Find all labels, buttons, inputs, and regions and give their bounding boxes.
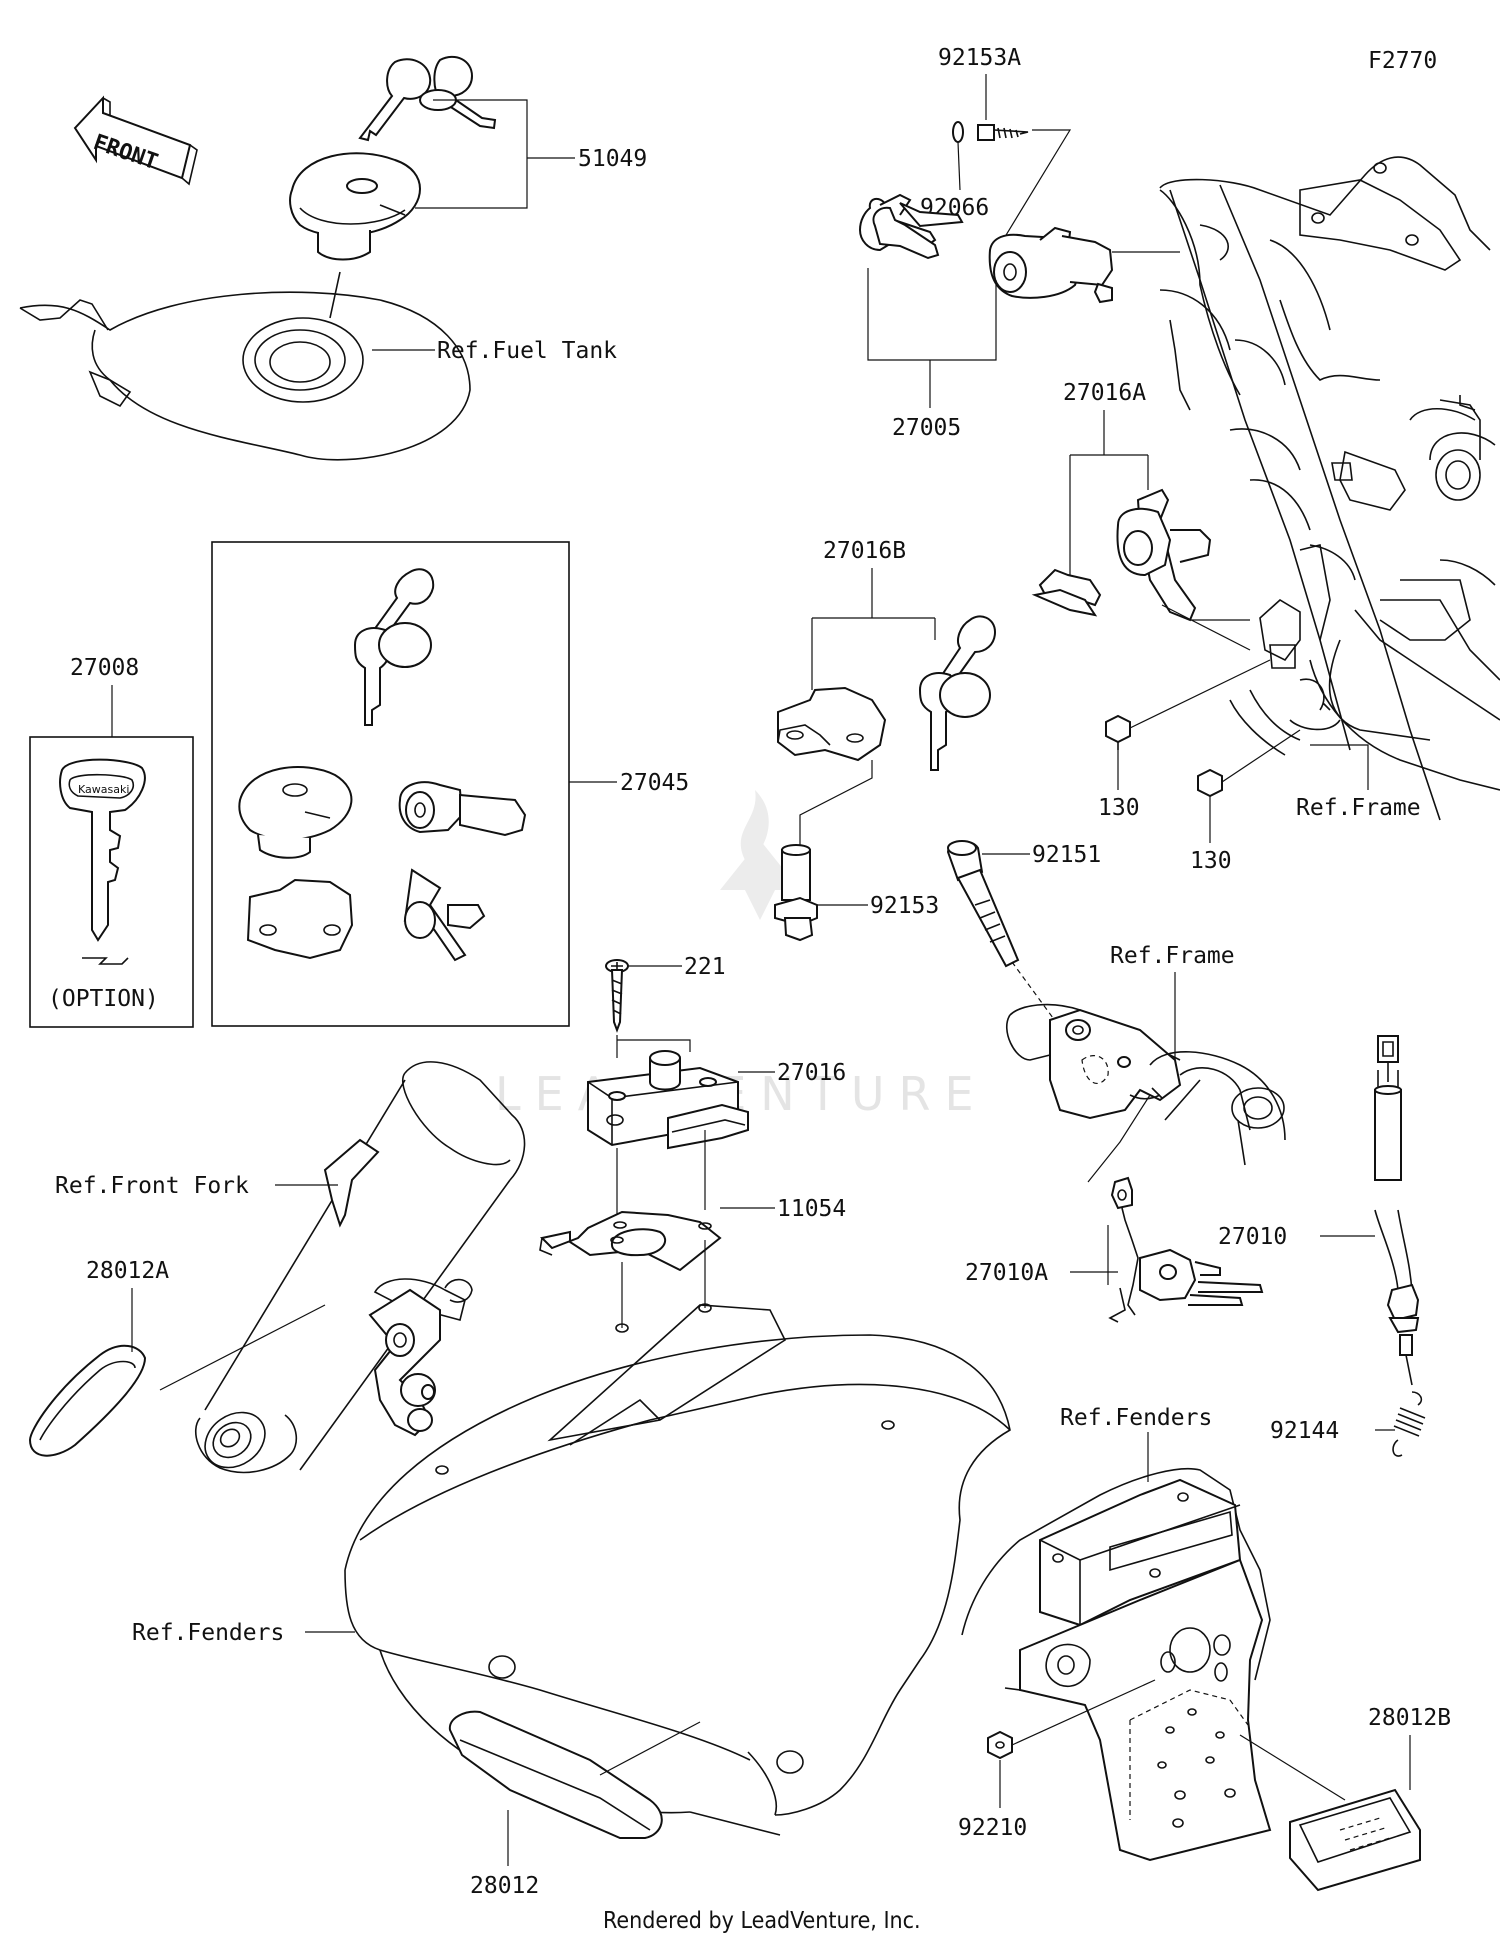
label-27005: 27005 bbox=[892, 415, 961, 441]
label-11054: 11054 bbox=[777, 1196, 846, 1222]
front-arrow-icon: FRONT bbox=[73, 95, 198, 186]
screw-221 bbox=[605, 959, 629, 1033]
ignition-switch-27005 bbox=[858, 193, 1114, 304]
fuel-tank bbox=[19, 271, 471, 461]
label-28012B: 28012B bbox=[1368, 1705, 1451, 1731]
leader-51049 bbox=[415, 99, 528, 209]
set-27045-box bbox=[211, 541, 570, 1027]
label-27016: 27016 bbox=[777, 1060, 846, 1086]
label-27010A: 27010A bbox=[965, 1260, 1048, 1286]
label-130b: 130 bbox=[1190, 848, 1232, 874]
frame-bracket bbox=[1005, 1003, 1286, 1166]
label-92210: 92210 bbox=[958, 1815, 1027, 1841]
rear-fender-bracket bbox=[961, 1467, 1272, 1862]
fuel-cap-keys bbox=[289, 55, 497, 261]
ref-fenders-1: Ref.Fenders bbox=[132, 1620, 284, 1646]
label-28012: 28012 bbox=[470, 1873, 539, 1899]
bracket-11054 bbox=[539, 1210, 722, 1272]
label-27045: 27045 bbox=[620, 770, 689, 796]
label-130a: 130 bbox=[1098, 795, 1140, 821]
label-28012A: 28012A bbox=[86, 1258, 169, 1284]
bolt-130a bbox=[1105, 714, 1131, 750]
bolt-130b bbox=[1197, 768, 1223, 798]
label-92153: 92153 bbox=[870, 893, 939, 919]
label-92153A: 92153A bbox=[938, 45, 1021, 71]
key-brand: Kawasaki bbox=[78, 783, 129, 796]
lock-27016A bbox=[1031, 488, 1212, 622]
lock-27016B bbox=[777, 615, 997, 771]
option-label: (OPTION) bbox=[48, 986, 159, 1012]
ref-fenders-2: Ref.Fenders bbox=[1060, 1405, 1212, 1431]
label-51049: 51049 bbox=[578, 146, 647, 172]
switch-27010 bbox=[1374, 1035, 1420, 1386]
label-221: 221 bbox=[684, 954, 726, 980]
nut-92210 bbox=[987, 1730, 1013, 1760]
lock-holder-27016 bbox=[587, 1050, 749, 1150]
frame-upper bbox=[1159, 156, 1500, 821]
label-27016B: 27016B bbox=[823, 538, 906, 564]
label-27016A: 27016A bbox=[1063, 380, 1146, 406]
option-key-icon: Kawasaki bbox=[59, 758, 146, 965]
reflector-28012A bbox=[28, 1344, 147, 1457]
label-27008: 27008 bbox=[70, 655, 139, 681]
bolt-92151 bbox=[946, 840, 1020, 968]
ref-fuel-tank: Ref.Fuel Tank bbox=[437, 338, 617, 364]
ref-front-fork: Ref.Front Fork bbox=[55, 1173, 249, 1199]
switch-27010A bbox=[1108, 1176, 1264, 1323]
spring-92144 bbox=[1392, 1391, 1426, 1457]
front-fork bbox=[195, 1061, 526, 1474]
label-92144: 92144 bbox=[1270, 1418, 1339, 1444]
bolt-92153 bbox=[774, 844, 818, 942]
set-27045-parts bbox=[238, 568, 527, 962]
footer-credit: Rendered by LeadVenture, Inc. bbox=[603, 1908, 921, 1934]
label-27010: 27010 bbox=[1218, 1224, 1287, 1250]
label-92151: 92151 bbox=[1032, 842, 1101, 868]
option-key-box bbox=[29, 736, 194, 1028]
bolt-92153A bbox=[952, 121, 1029, 143]
ref-frame-1: Ref.Frame bbox=[1296, 795, 1421, 821]
front-fender bbox=[344, 1303, 1011, 1836]
ref-frame-2: Ref.Frame bbox=[1110, 943, 1235, 969]
diagram-code: F2770 bbox=[1368, 48, 1437, 74]
reflector-28012B bbox=[1289, 1788, 1421, 1892]
reflector-28012 bbox=[448, 1710, 663, 1839]
